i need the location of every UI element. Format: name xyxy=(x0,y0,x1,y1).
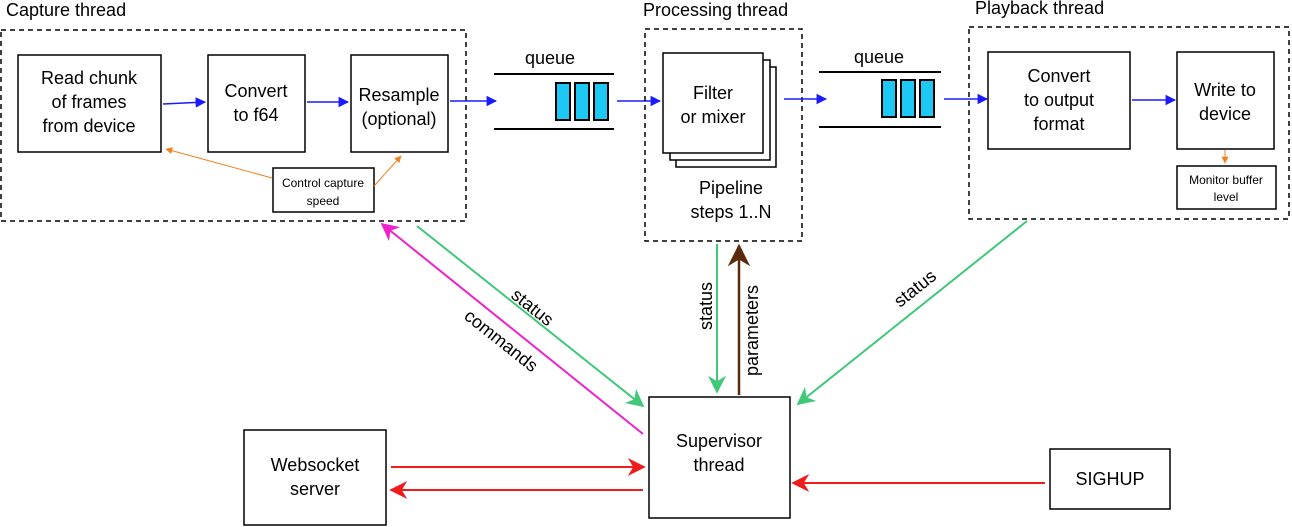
control-capture-label-1: Control capture xyxy=(282,176,364,190)
convert-output-label-2: to output xyxy=(1024,90,1094,110)
convert-f64-label-2: to f64 xyxy=(233,105,278,125)
write-device-node: Write to device xyxy=(1176,51,1275,150)
resample-label-1: Resample xyxy=(358,85,439,105)
read-chunk-label-3: from device xyxy=(42,116,135,136)
queue-1: queue xyxy=(494,48,614,130)
capture-status-label: status xyxy=(508,284,558,330)
sighup-node: SIGHUP xyxy=(1049,448,1171,510)
resample-label-2: (optional) xyxy=(361,109,436,129)
pipeline-label-1: Pipeline xyxy=(699,178,763,198)
processing-thread-title: Processing thread xyxy=(643,0,788,20)
control-capture-node: Control capture speed xyxy=(272,167,375,213)
monitor-buffer-node: Monitor buffer level xyxy=(1176,165,1277,210)
parameters-label: parameters xyxy=(742,285,762,376)
arrow-commands xyxy=(380,222,644,435)
convert-output-node: Convert to output format xyxy=(987,51,1131,150)
capture-thread-title: Capture thread xyxy=(6,0,126,20)
convert-output-label-3: format xyxy=(1033,114,1084,134)
supervisor-label-2: thread xyxy=(693,455,744,475)
read-chunk-label-1: Read chunk xyxy=(41,68,138,88)
convert-f64-node: Convert to f64 xyxy=(207,54,306,153)
sighup-label: SIGHUP xyxy=(1075,469,1144,489)
supervisor-node: Supervisor thread xyxy=(648,396,791,519)
websocket-node: Websocket server xyxy=(243,429,387,526)
convert-output-label-1: Convert xyxy=(1027,66,1090,86)
monitor-label-2: level xyxy=(1214,190,1239,204)
write-device-label-2: device xyxy=(1199,104,1251,124)
resample-node: Resample (optional) xyxy=(350,54,449,153)
convert-f64-label-1: Convert xyxy=(224,81,287,101)
supervisor-label-1: Supervisor xyxy=(676,431,762,451)
arrow-control-to-read xyxy=(165,147,273,179)
playback-thread-title: Playback thread xyxy=(975,0,1104,18)
arrow-read-to-convert xyxy=(162,97,207,108)
processing-status-label: status xyxy=(696,282,716,330)
playback-status-label: status xyxy=(890,266,940,312)
arrow-capture-status xyxy=(416,225,645,408)
websocket-label-2: server xyxy=(290,479,340,499)
arrow-playback-status xyxy=(796,220,1028,406)
control-capture-label-2: speed xyxy=(307,194,340,208)
arrow-control-to-resample xyxy=(373,155,402,187)
queue-1-label: queue xyxy=(525,48,575,68)
filter-label-2: or mixer xyxy=(680,107,745,127)
pipeline-label-2: steps 1..N xyxy=(690,202,771,222)
capture-thread-group xyxy=(0,29,467,222)
read-chunk-node: Read chunk of frames from device xyxy=(17,54,162,153)
write-device-label-1: Write to xyxy=(1194,80,1256,100)
queue-2: queue xyxy=(819,47,941,128)
websocket-label-1: Websocket xyxy=(271,455,360,475)
queue-2-label: queue xyxy=(854,47,904,67)
playback-thread-group xyxy=(968,26,1290,220)
read-chunk-label-2: of frames xyxy=(51,92,126,112)
processing-thread-group xyxy=(644,28,803,242)
filter-mixer-node: Filter or mixer xyxy=(662,52,777,168)
monitor-label-1: Monitor buffer xyxy=(1189,173,1263,187)
filter-label-1: Filter xyxy=(693,83,733,103)
